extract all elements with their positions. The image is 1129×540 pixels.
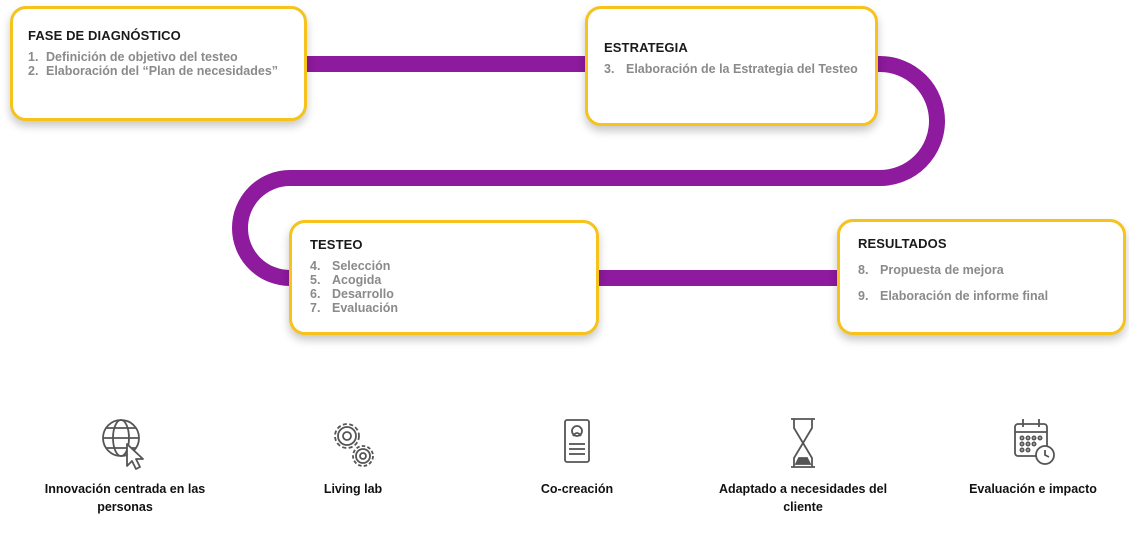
step-number: 7. bbox=[310, 301, 321, 315]
step-number: 1. bbox=[28, 50, 39, 64]
feature-label: Adaptado a necesidades del cliente bbox=[718, 482, 888, 514]
globe-cursor-icon bbox=[102, 419, 144, 470]
feature-evaluacion: Evaluación e impacto bbox=[948, 414, 1118, 498]
phase-steps: 8. Propuesta de mejora 9. Elaboración de… bbox=[858, 263, 1111, 303]
feature-living-lab: Living lab bbox=[268, 414, 438, 498]
step-number: 4. bbox=[310, 259, 321, 273]
step-text: Acogida bbox=[332, 273, 382, 287]
phase-steps: 4. Selección 5. Acogida 6. Desarrollo 7.… bbox=[310, 259, 584, 315]
calendar-clock-icon bbox=[1014, 419, 1055, 465]
phase-step: 7. Evaluación bbox=[310, 301, 584, 315]
phase-step: 9. Elaboración de informe final bbox=[858, 289, 1111, 303]
step-text: Elaboración de informe final bbox=[880, 289, 1049, 303]
gears-icon bbox=[334, 423, 374, 467]
feature-adaptado: Adaptado a necesidades del cliente bbox=[718, 414, 888, 516]
feature-label: Living lab bbox=[323, 482, 383, 496]
step-number: 9. bbox=[858, 289, 869, 303]
phase-steps: 1. Definición de objetivo del testeo 2. … bbox=[28, 50, 292, 78]
step-number: 2. bbox=[28, 64, 39, 78]
hourglass-icon bbox=[791, 418, 815, 468]
phase-title: FASE DE DIAGNÓSTICO bbox=[28, 28, 181, 43]
phase-card-estrategia: ESTRATEGIA 3. Elaboración de la Estrateg… bbox=[585, 6, 878, 126]
step-text: Selección bbox=[332, 259, 391, 273]
phase-step: 8. Propuesta de mejora bbox=[858, 263, 1111, 277]
document-profile-icon bbox=[564, 419, 590, 463]
step-text: Elaboración de la Estrategia del Testeo bbox=[626, 62, 858, 76]
phase-steps: 3. Elaboración de la Estrategia del Test… bbox=[604, 62, 863, 76]
phase-step: 3. Elaboración de la Estrategia del Test… bbox=[604, 62, 863, 76]
step-number: 6. bbox=[310, 287, 321, 301]
step-text: Propuesta de mejora bbox=[880, 263, 1004, 277]
feature-innovacion: Innovación centrada en las personas bbox=[40, 414, 210, 516]
step-number: 8. bbox=[858, 263, 869, 277]
feature-label: Innovación centrada en las personas bbox=[44, 482, 206, 514]
step-text: Desarrollo bbox=[332, 287, 394, 301]
phase-card-diagnostico: FASE DE DIAGNÓSTICO 1. Definición de obj… bbox=[10, 6, 307, 121]
phase-title: RESULTADOS bbox=[858, 236, 947, 251]
phase-step: 5. Acogida bbox=[310, 273, 584, 287]
step-number: 3. bbox=[604, 62, 615, 76]
phase-title: TESTEO bbox=[310, 237, 363, 252]
phase-step: 4. Selección bbox=[310, 259, 584, 273]
phase-card-testeo: TESTEO 4. Selección 5. Acogida 6. Desarr… bbox=[289, 220, 599, 335]
feature-label: Co-creación bbox=[540, 482, 614, 496]
process-path-line bbox=[232, 56, 945, 286]
phase-step: 6. Desarrollo bbox=[310, 287, 584, 301]
step-text: Evaluación bbox=[332, 301, 398, 315]
phase-step: 2. Elaboración del “Plan de necesidades” bbox=[28, 64, 292, 78]
phase-card-resultados: RESULTADOS 8. Propuesta de mejora 9. Ela… bbox=[837, 219, 1126, 335]
step-number: 5. bbox=[310, 273, 321, 287]
feature-label: Evaluación e impacto bbox=[969, 482, 1097, 496]
feature-co-creacion: Co-creación bbox=[492, 414, 662, 498]
step-text: Elaboración del “Plan de necesidades” bbox=[46, 64, 279, 78]
phase-step: 1. Definición de objetivo del testeo bbox=[28, 50, 292, 64]
phase-title: ESTRATEGIA bbox=[604, 40, 688, 55]
step-text: Definición de objetivo del testeo bbox=[46, 50, 238, 64]
